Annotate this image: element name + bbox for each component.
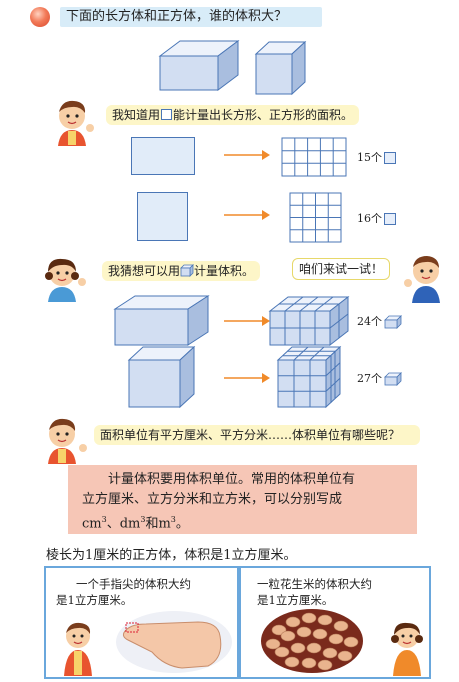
unit-cm: cm [82, 516, 102, 532]
boy-character-icon [64, 622, 92, 676]
girl-character-icon [45, 258, 86, 302]
cube-shape [254, 40, 307, 96]
fingertip-panel: 一个手指尖的体积大约 是1立方厘米。 [44, 566, 239, 679]
cuboid-grid-24 [268, 295, 350, 347]
unit-cube-icon [384, 372, 402, 386]
count-text: 24个 [357, 315, 382, 328]
bubble-text-after: 能计量出长方形、正方形的面积。 [173, 108, 354, 122]
count-row-2: 16个 [357, 210, 396, 226]
cube-shape [127, 345, 196, 409]
fingertip-illustration [116, 611, 232, 673]
speech-bubble-try: 咱们来试一试！ [292, 258, 391, 280]
count-row-4: 27个 [357, 370, 402, 386]
panel-text-line-2: 是1立方厘米。 [56, 593, 133, 607]
panel-text-line-1: 一粒花生米的体积大约 [257, 577, 372, 591]
peanut-panel: 一粒花生米的体积大约 是1立方厘米。 [239, 566, 431, 679]
arrow-right-icon [224, 150, 270, 160]
cubic-centimeter-definition: 棱长为1厘米的正方体，体积是1立方厘米。 [46, 548, 297, 563]
unit-square-icon [384, 213, 396, 225]
exponent: 3 [101, 515, 107, 524]
intro-solids [158, 40, 307, 96]
boy-character-icon [404, 256, 440, 303]
square-grid-16 [289, 192, 342, 243]
count-text: 27个 [357, 372, 382, 385]
count-row-3: 24个 [357, 313, 402, 329]
unit-dm: 、dm [106, 516, 141, 532]
exponent: 3 [140, 515, 146, 524]
count-text: 15个 [357, 151, 382, 164]
arrow-right-icon [224, 373, 270, 383]
volume-units-info-box: 计量体积要用体积单位。常用的体积单位有 立方厘米、立方分米和立方米，可以分别写成… [68, 465, 417, 534]
cuboid-shape [113, 295, 210, 346]
section-title: 下面的长方体和正方体，谁的体积大？ [60, 7, 322, 27]
speech-bubble-units-question: 面积单位有平方厘米、平方分米……体积单位有哪些呢？ [94, 425, 420, 445]
speech-bubble-area: 我知道用能计量出长方形、正方形的面积。 [106, 105, 360, 125]
bubble-text-before: 我知道用 [112, 108, 161, 122]
arrow-right-icon [224, 316, 270, 326]
arrow-right-icon [224, 210, 270, 220]
panel-text-line-2: 是1立方厘米。 [257, 593, 334, 607]
section-bullet-icon [30, 7, 50, 27]
unit-square-icon [384, 152, 396, 164]
bubble-text-before: 我猜想可以用 [108, 264, 181, 278]
cube-grid-27 [276, 345, 342, 409]
count-row-1: 15个 [357, 149, 396, 165]
unit-cube-icon [180, 264, 194, 277]
count-text: 16个 [357, 212, 382, 225]
panel-text-line-1: 一个手指尖的体积大约 [76, 577, 191, 591]
speech-bubble-volume: 我猜想可以用计量体积。 [102, 261, 261, 281]
boy-character-icon [48, 418, 87, 464]
square-shape [137, 192, 188, 241]
info-line-1: 计量体积要用体积单位。常用的体积单位有 [108, 472, 356, 487]
rectangle-shape [131, 137, 195, 175]
unit-m: 和m [145, 516, 171, 532]
rectangle-grid-15 [281, 137, 347, 177]
bubble-text-after: 计量体积。 [194, 264, 255, 278]
info-line-2: 立方厘米、立方分米和立方米，可以分别写成 [82, 492, 343, 507]
info-period: 。 [175, 516, 189, 532]
exponent: 3 [170, 515, 176, 524]
boy-character-icon [58, 100, 94, 146]
unit-cube-icon [384, 315, 402, 329]
info-line-3: cm3、dm3和m3。 [82, 510, 407, 534]
peanuts-illustration [261, 609, 363, 673]
unit-square-icon [161, 109, 173, 120]
cuboid-shape [158, 40, 240, 91]
girl-character-icon [391, 622, 423, 676]
